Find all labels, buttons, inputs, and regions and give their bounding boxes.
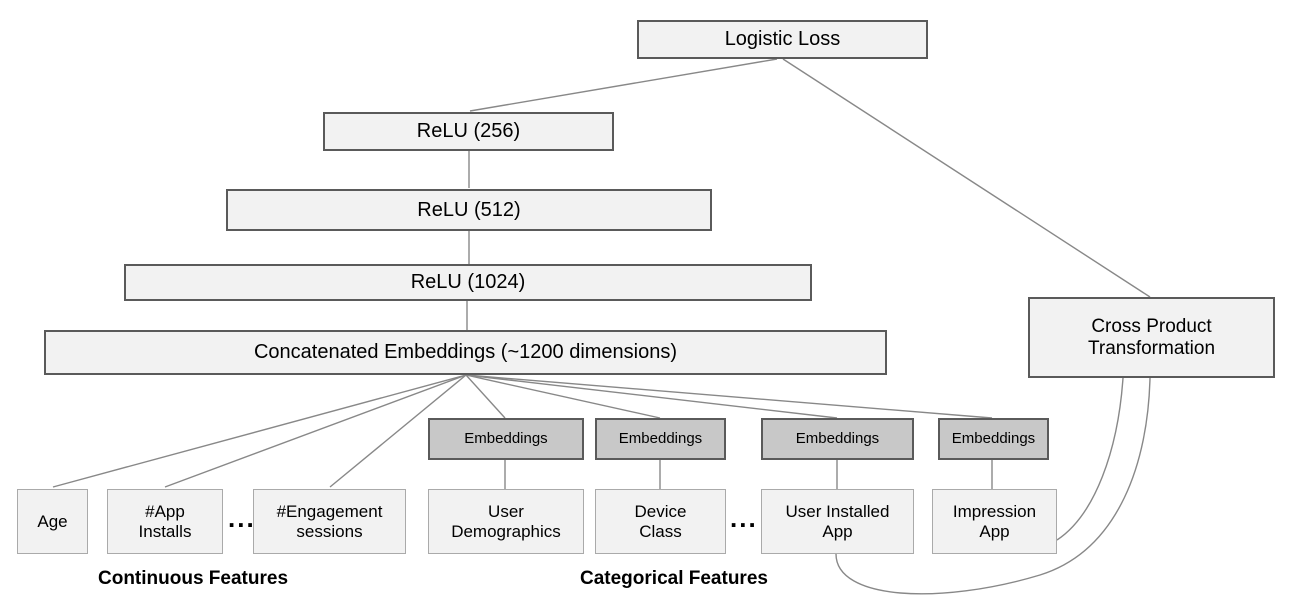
ellipsis-continuous: ... [228,503,256,533]
node-embeddings-2[interactable]: Embeddings [595,418,726,460]
node-embeddings-1[interactable]: Embeddings [428,418,584,460]
node-embeddings-2-label: Embeddings [618,429,703,447]
node-feature-user-demographics-line1: User [488,502,524,522]
edge-concat-to-embed4 [465,374,993,419]
node-logistic-loss[interactable]: Logistic Loss [637,20,928,59]
node-embeddings-3-label: Embeddings [795,429,880,447]
node-feature-device-class[interactable]: Device Class [595,489,726,554]
node-feature-impression-app-line2: App [979,521,1010,541]
node-feature-user-installed-app[interactable]: User Installed App [761,489,914,554]
edge-loss-to-crossproduct [782,58,1151,298]
node-embeddings-1-label: Embeddings [464,429,548,447]
edge-concat-to-embed2 [465,374,661,419]
node-relu-1024[interactable]: ReLU (1024) [124,264,812,301]
node-feature-age-label: Age [37,511,68,531]
edge-concat-to-appinstalls [164,374,467,488]
node-feature-engagement-sessions-line2: sessions [296,521,363,541]
node-feature-engagement-sessions[interactable]: #Engagement sessions [253,489,406,554]
node-feature-impression-app[interactable]: Impression App [932,489,1057,554]
node-logistic-loss-label: Logistic Loss [724,28,841,51]
node-relu-1024-label: ReLU (1024) [410,271,526,294]
node-cross-product-transformation[interactable]: Cross Product Transformation [1028,297,1275,378]
node-relu-256[interactable]: ReLU (256) [323,112,614,151]
edge-impressionapp-to-crossproduct [1056,377,1124,541]
node-relu-256-label: ReLU (256) [416,120,521,143]
group-label-continuous-features: Continuous Features [98,568,289,589]
node-feature-device-class-line2: Class [639,521,682,541]
node-concatenated-embeddings-label: Concatenated Embeddings (~1200 dimension… [253,341,678,364]
node-feature-user-installed-app-line2: App [822,521,853,541]
node-feature-engagement-sessions-line1: #Engagement [276,502,383,522]
node-feature-app-installs[interactable]: #App Installs [107,489,223,554]
edge-loss-to-relu256 [469,58,778,112]
node-feature-app-installs-line2: Installs [138,521,192,541]
node-concatenated-embeddings[interactable]: Concatenated Embeddings (~1200 dimension… [44,330,887,375]
node-feature-user-demographics[interactable]: User Demographics [428,489,584,554]
node-feature-impression-app-line1: Impression [952,502,1037,522]
edge-userinstalledapp-to-crossproduct [835,377,1151,595]
node-relu-512-label: ReLU (512) [417,198,521,221]
node-cross-product-line2: Transformation [1087,337,1216,359]
node-embeddings-3[interactable]: Embeddings [761,418,914,460]
ellipsis-categorical: ... [730,503,758,533]
node-feature-user-installed-app-line1: User Installed [785,502,890,522]
group-label-categorical-features: Categorical Features [580,568,768,589]
node-embeddings-4[interactable]: Embeddings [938,418,1049,460]
node-feature-app-installs-line1: #App [145,502,185,522]
edge-concat-to-embed1 [465,374,506,419]
node-feature-device-class-line1: Device [634,502,687,522]
node-embeddings-4-label: Embeddings [951,429,1036,447]
edge-concat-to-age [52,374,467,488]
edge-concat-to-embed3 [465,374,838,419]
node-feature-age[interactable]: Age [17,489,88,554]
node-cross-product-line1: Cross Product [1091,316,1212,338]
node-feature-user-demographics-line2: Demographics [451,521,561,541]
node-relu-512[interactable]: ReLU (512) [226,189,712,231]
